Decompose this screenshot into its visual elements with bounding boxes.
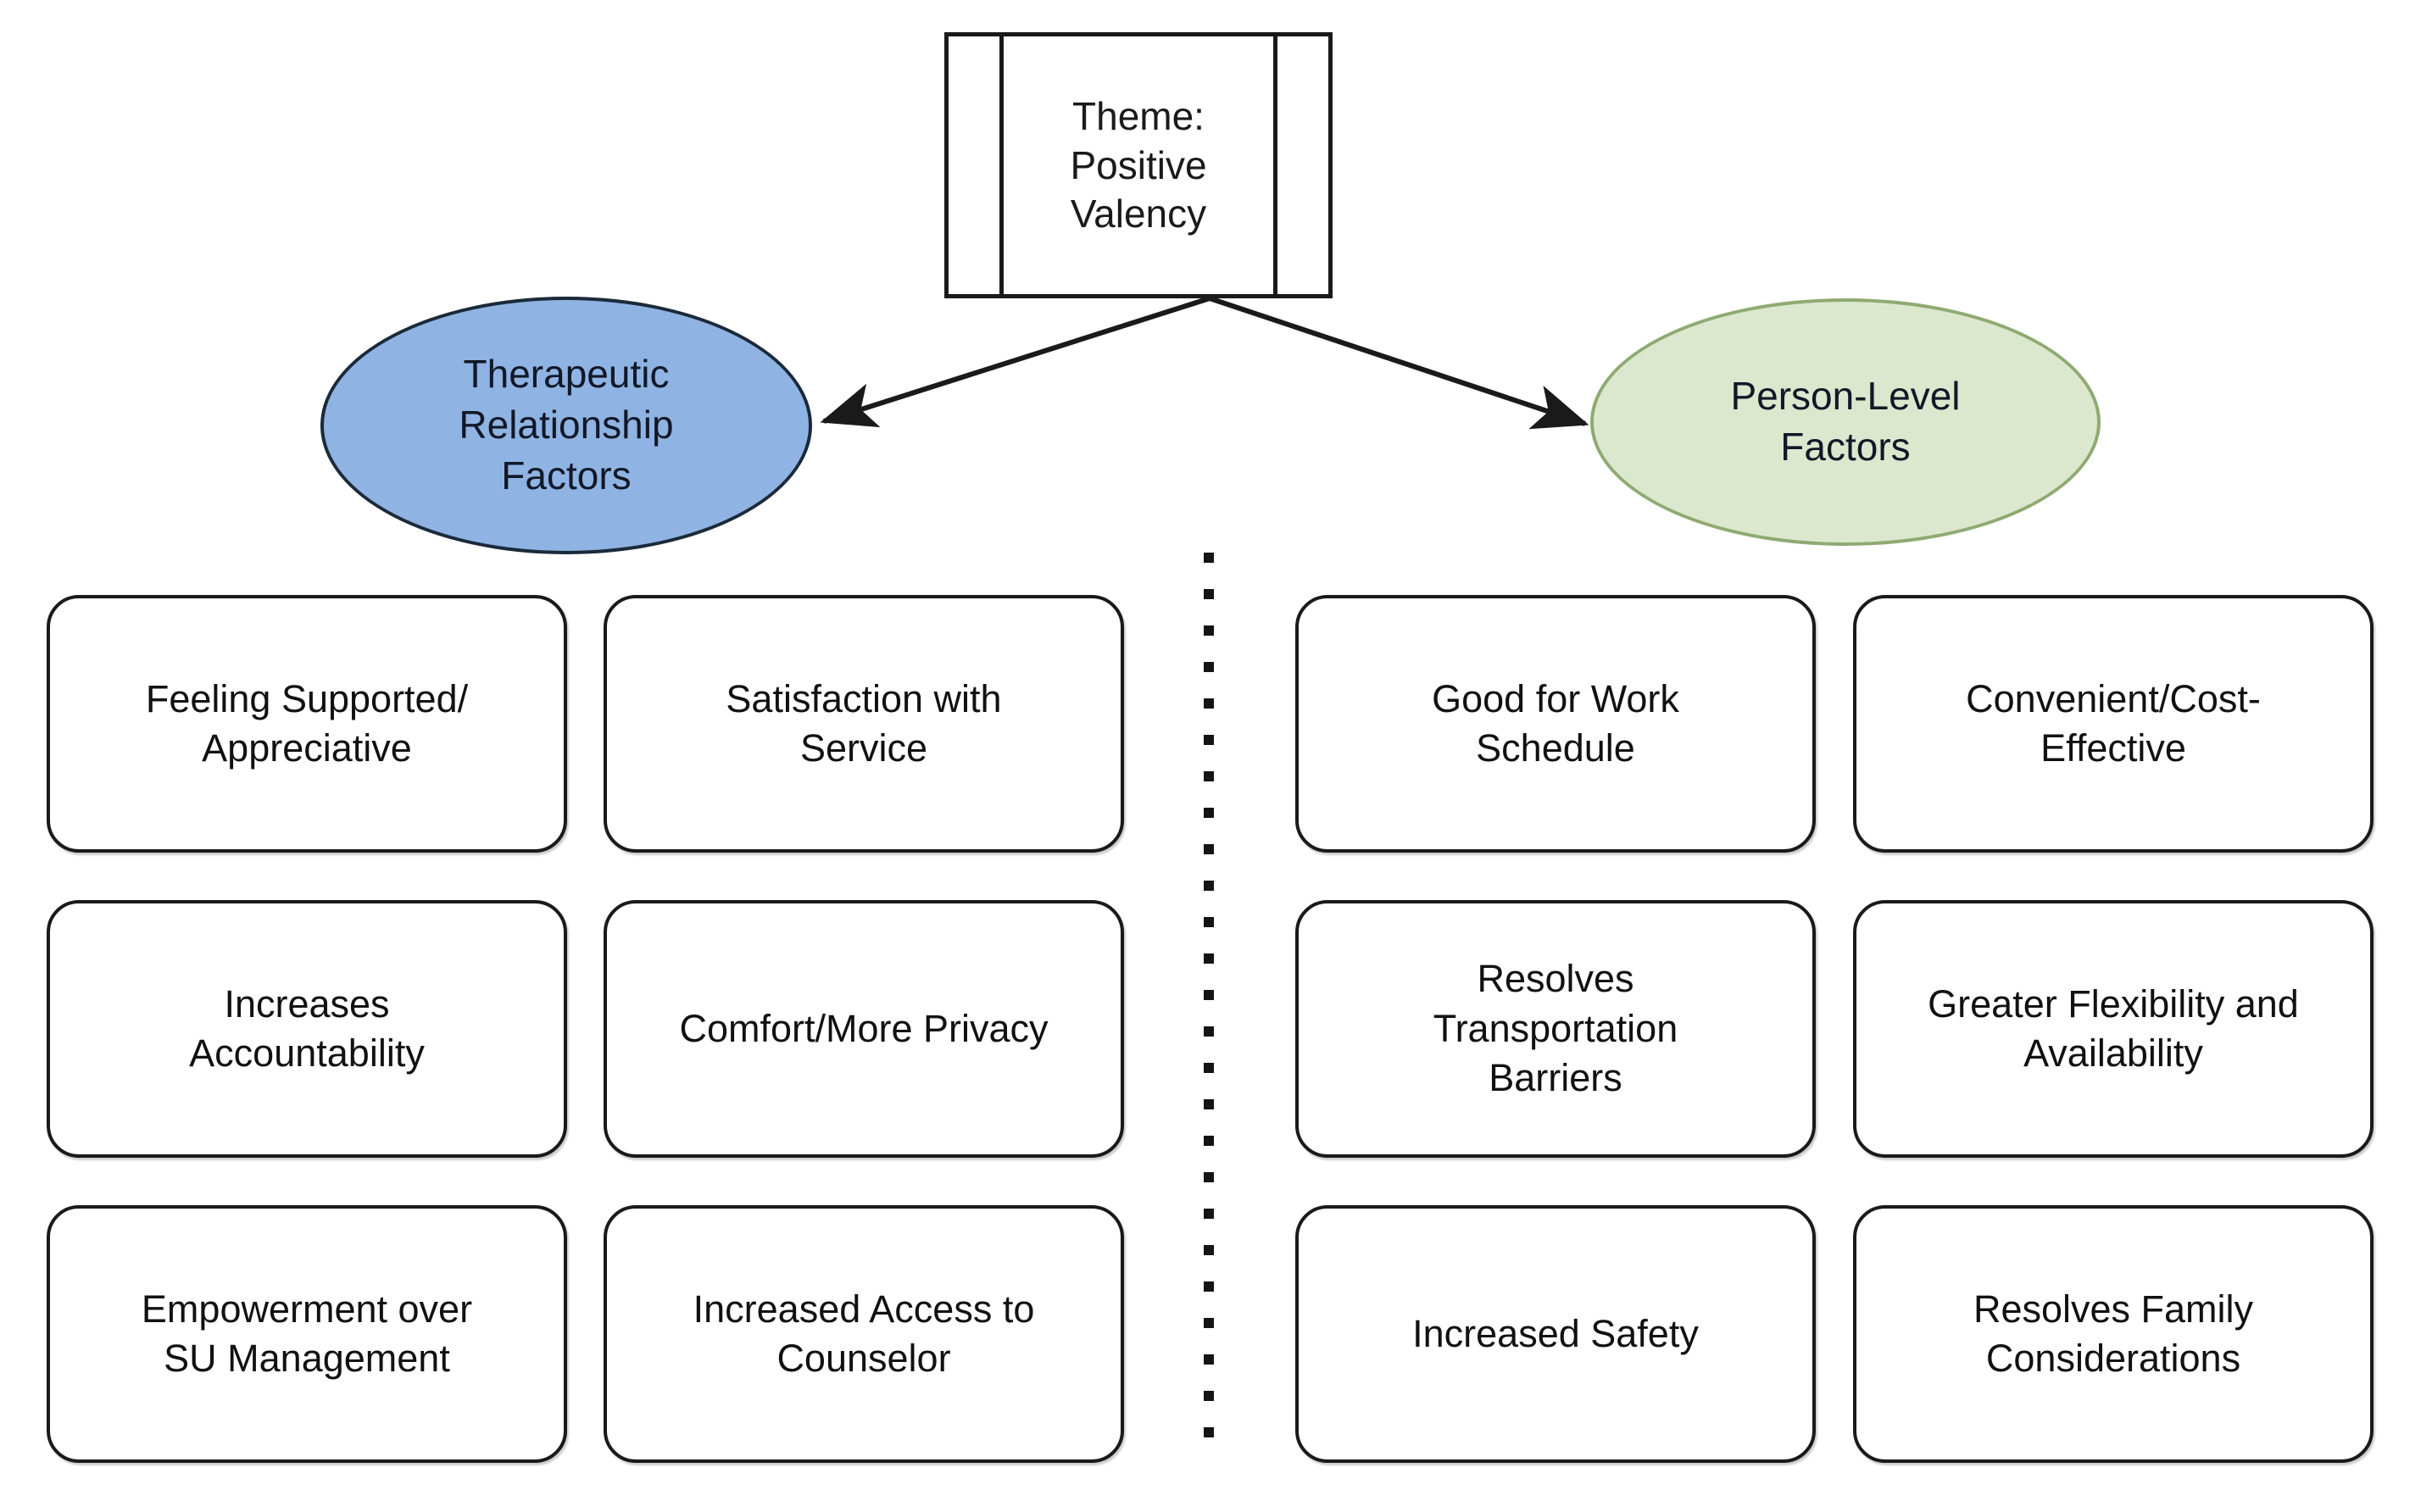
arrow-root-to-person xyxy=(1209,296,1589,430)
leaf-label: Convenient/Cost- Effective xyxy=(1966,676,2261,770)
leaf-box-comfort-more-privacy[interactable]: Comfort/More Privacy xyxy=(604,900,1124,1158)
leaf-label: Feeling Supported/ Appreciative xyxy=(145,676,469,770)
branch-label-person-level-factors: Person-Level Factors xyxy=(1730,374,1961,469)
leaf-box-increased-access-to-counselor[interactable]: Increased Access to Counselor xyxy=(604,1205,1124,1463)
leaf-label: Increased Safety xyxy=(1412,1311,1699,1355)
branch-label-therapeutic-relationship-factors: Therapeutic Relationship Factors xyxy=(459,352,674,498)
branch-node-person-level-factors[interactable]: Person-Level Factors xyxy=(1590,298,2101,546)
leaf-label: Empowerment over SU Management xyxy=(141,1287,473,1381)
leaf-label: Satisfaction with Service xyxy=(726,676,1002,770)
leaf-box-empowerment-over-su-management[interactable]: Empowerment over SU Management xyxy=(47,1205,567,1463)
leaf-label: Increased Access to Counselor xyxy=(693,1287,1035,1381)
leaf-box-convenient-cost-effective[interactable]: Convenient/Cost- Effective xyxy=(1853,595,2374,853)
leaf-label: Resolves Transportation Barriers xyxy=(1433,957,1678,1100)
leaf-label: Resolves Family Considerations xyxy=(1973,1287,2254,1381)
leaf-box-feeling-supported-appreciative[interactable]: Feeling Supported/ Appreciative xyxy=(47,595,567,853)
branch-node-therapeutic-relationship-factors[interactable]: Therapeutic Relationship Factors xyxy=(320,297,812,554)
leaf-box-increased-safety[interactable]: Increased Safety xyxy=(1295,1205,1816,1463)
leaf-label: Good for Work Schedule xyxy=(1432,676,1679,770)
leaf-box-good-for-work-schedule[interactable]: Good for Work Schedule xyxy=(1295,595,1816,853)
leaf-box-greater-flexibility-and-availability[interactable]: Greater Flexibility and Availability xyxy=(1853,900,2374,1158)
leaf-box-resolves-family-considerations[interactable]: Resolves Family Considerations xyxy=(1853,1205,2374,1463)
leaf-box-satisfaction-with-service[interactable]: Satisfaction with Service xyxy=(604,595,1124,853)
theme-root-node[interactable]: Theme: Positive Valency xyxy=(944,32,1333,298)
leaf-box-resolves-transportation-barriers[interactable]: Resolves Transportation Barriers xyxy=(1295,900,1816,1158)
predefined-process-right-bar xyxy=(1273,32,1277,298)
leaf-label: Comfort/More Privacy xyxy=(679,1006,1049,1050)
leaf-label: Increases Accountability xyxy=(189,981,425,1076)
predefined-process-left-bar xyxy=(999,32,1004,298)
leaf-box-increases-accountability[interactable]: Increases Accountability xyxy=(47,900,567,1158)
leaf-label: Greater Flexibility and Availability xyxy=(1928,981,2299,1076)
arrow-root-to-therapeutic xyxy=(820,296,1210,428)
theme-root-label: Theme: Positive Valency xyxy=(1070,93,1207,236)
vertical-dotted-divider xyxy=(1204,553,1214,1461)
